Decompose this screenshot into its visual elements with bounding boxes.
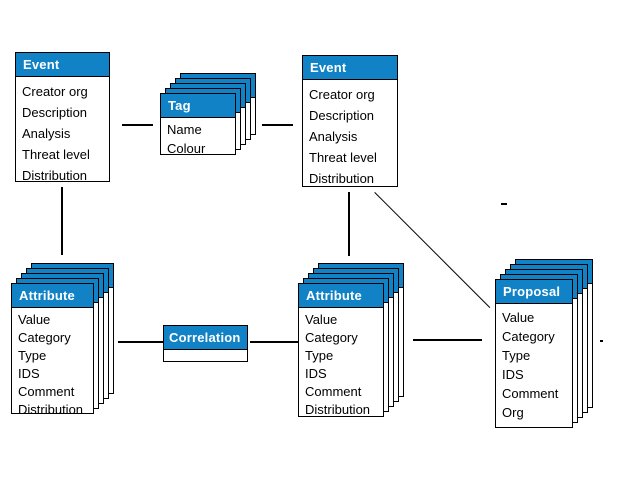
entity-title-event-right: Event	[303, 56, 397, 80]
entity-tag: Tag Name Colour	[160, 73, 256, 156]
entity-event-left: Event Creator org Description Analysis T…	[15, 52, 110, 183]
stray-mark	[600, 340, 603, 342]
entity-attribute-left: Attribute Value Category Type IDS Commen…	[11, 263, 114, 417]
connector-tag-eventright	[262, 124, 293, 126]
entity-attribute-middle: Attribute Value Category Type IDS Commen…	[298, 263, 404, 417]
field-label: IDS	[305, 366, 327, 381]
field-label: Description	[309, 108, 375, 123]
connector-correlation-attributemiddle	[250, 341, 298, 343]
connector-eventleft-attributeleft	[61, 187, 63, 255]
field-label: Description	[22, 105, 88, 120]
field-label: Distribution	[309, 171, 375, 186]
entity-event-right: Event Creator org Description Analysis T…	[302, 55, 398, 187]
field-label: Analysis	[309, 129, 358, 144]
field-label: Comment	[18, 384, 75, 399]
field-label: Distribution	[305, 402, 371, 417]
field-label: Category	[305, 330, 358, 345]
field-label: Value	[305, 312, 338, 327]
connector-attributemiddle-proposal	[413, 339, 482, 341]
entity-title-correlation: Correlation	[164, 326, 247, 350]
field-label: Value	[18, 312, 51, 327]
field-label: Threat level	[22, 147, 90, 162]
field-label: Creator org	[22, 84, 88, 99]
field-label: Name	[167, 122, 202, 137]
field-label: Distribution	[22, 168, 88, 183]
field-label: Colour	[167, 141, 206, 156]
field-label: Comment	[305, 384, 362, 399]
field-label: Type	[502, 348, 531, 363]
field-label: IDS	[18, 366, 40, 381]
entity-title-tag: Tag	[161, 94, 235, 118]
entity-title-attribute-middle: Attribute	[299, 284, 383, 308]
field-label: Type	[305, 348, 334, 363]
field-label: Threat level	[309, 150, 377, 165]
entity-correlation: Correlation	[163, 325, 248, 362]
field-label: Comment	[502, 386, 559, 401]
entity-title-proposal: Proposal	[496, 280, 572, 304]
field-label: Creator org	[309, 87, 375, 102]
stray-mark	[501, 203, 507, 205]
field-label: Org	[502, 405, 524, 420]
connector-eventleft-tag	[122, 124, 153, 126]
entity-title-attribute-left: Attribute	[12, 284, 93, 308]
entity-title-event-left: Event	[16, 53, 109, 77]
connector-eventright-attributemiddle	[348, 192, 350, 256]
field-label: Category	[18, 330, 71, 345]
field-label: Distribution	[18, 402, 84, 417]
field-label: Type	[18, 348, 47, 363]
field-label: Category	[502, 329, 555, 344]
field-label: Analysis	[22, 126, 71, 141]
entity-proposal: Proposal Value Category Type IDS Comment…	[495, 259, 593, 428]
connector-attributeleft-correlation	[118, 341, 163, 343]
field-label: Value	[502, 310, 535, 325]
field-label: IDS	[502, 367, 524, 382]
